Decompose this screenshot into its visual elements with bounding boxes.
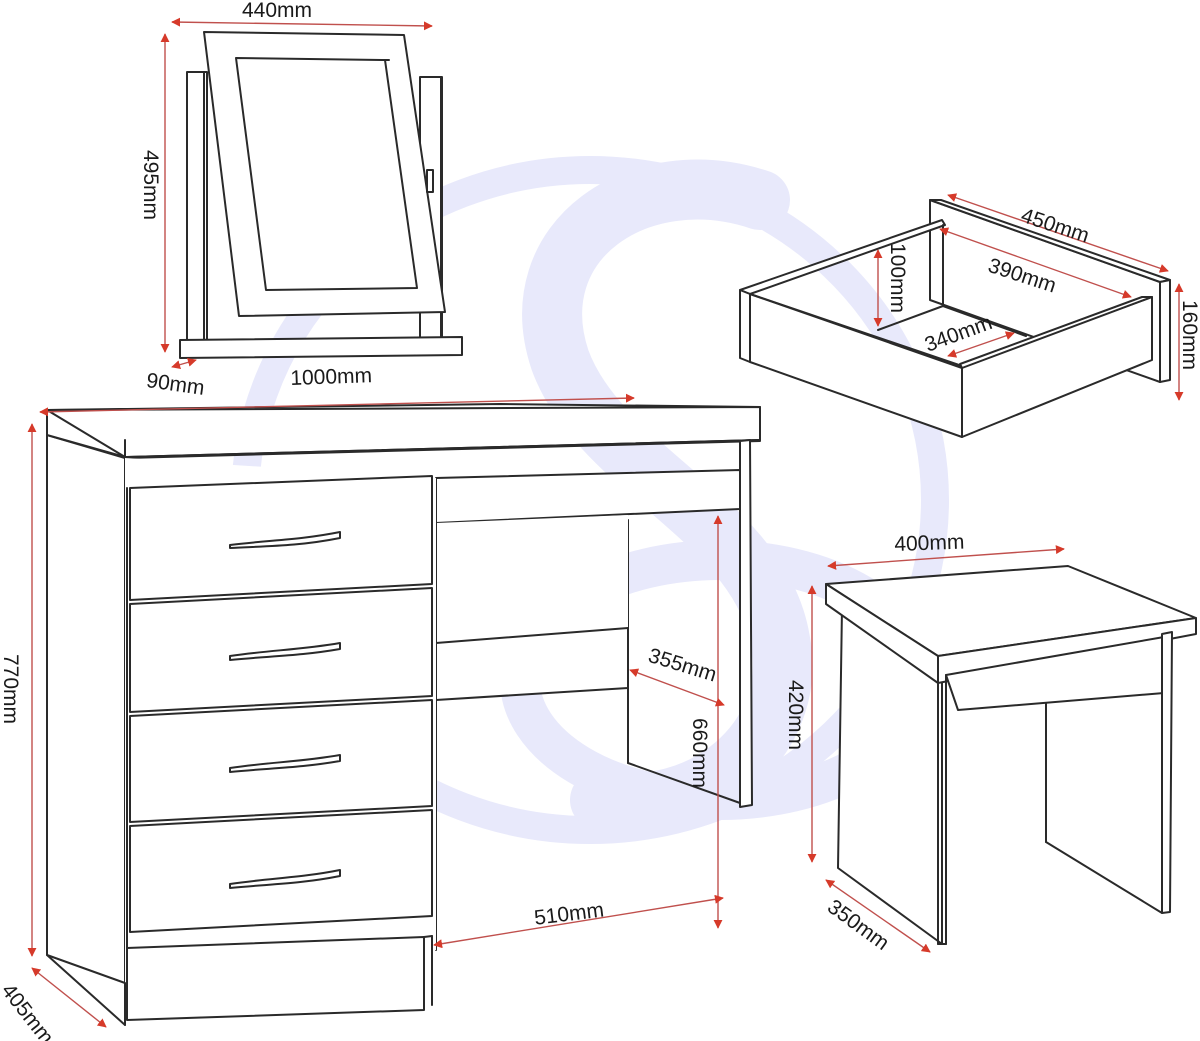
table-knee-depth-arrow [629,668,725,707]
stool-width-label: 400mm [893,530,965,556]
table-width-label: 1000mm [289,364,373,390]
drawer-inner-length-arrow [939,227,1132,299]
table-depth-arrow [31,967,107,1028]
mirror-height-label: 495mm [139,150,162,221]
drawer-inner-height-label: 100mm [886,243,909,314]
table-height-label: 770mm [0,654,22,725]
drawer-height-label: 160mm [1178,300,1200,371]
stool-drawing [825,565,1197,945]
table-width-arrow [39,393,635,417]
stool-height-label: 420mm [784,680,807,751]
mirror-depth-arrow [171,357,197,370]
table-knee-width-arrow [433,894,724,949]
mirror-width-arrow [171,17,433,31]
drawer-inner-width-arrow [947,331,1015,358]
mirror-width-label: 440mm [242,0,313,22]
stool-depth-arrow [825,879,931,953]
mirror-drawing [179,31,463,359]
stool-width-arrow [827,545,1065,570]
table-knee-height-label: 660mm [688,718,711,789]
dressing-table-drawing [46,403,761,1026]
